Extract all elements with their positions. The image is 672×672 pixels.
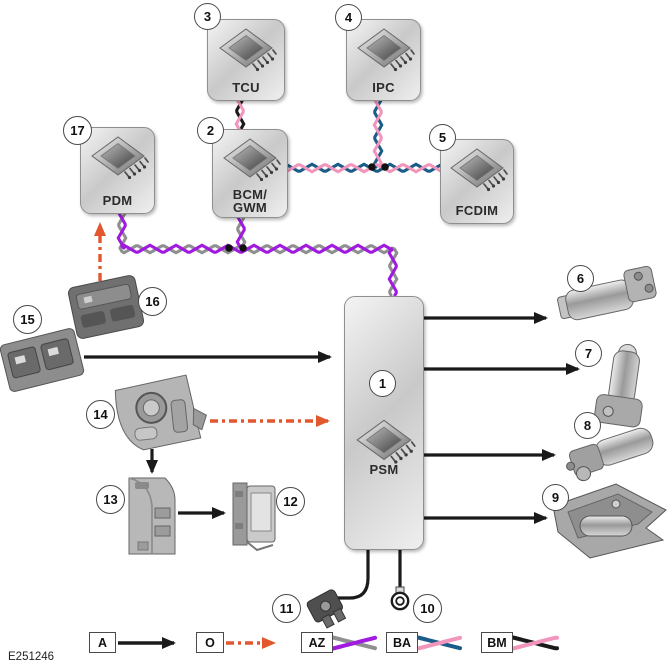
module-bcm-gwm-label: BCM/ GWM	[213, 188, 287, 215]
wire-arrows-layer	[84, 163, 580, 649]
fcdim-chip-icon	[450, 148, 508, 192]
bcm-chip-icon	[223, 138, 281, 182]
callout-6: 6	[567, 265, 594, 292]
ba-pair-ipc	[372, 97, 384, 169]
callout-5-number: 5	[438, 130, 447, 145]
pdm-chip-icon	[90, 136, 149, 180]
callout-9: 9	[542, 484, 569, 511]
callout-11-number: 11	[279, 601, 294, 616]
callout-2-number: 2	[206, 123, 215, 138]
callout-14: 14	[86, 400, 115, 429]
callout-16-number: 16	[145, 294, 160, 309]
callout-3: 3	[194, 3, 221, 30]
callout-8: 8	[574, 412, 601, 439]
callout-7: 7	[575, 340, 602, 367]
figure-id: E251246	[8, 651, 55, 663]
junction-dots	[225, 163, 389, 252]
callout-13: 13	[96, 485, 125, 514]
module-fcdim-label: FCDIM	[455, 203, 499, 218]
bcm-label-line1: BCM/	[232, 186, 268, 202]
module-pdm: PDM	[80, 127, 155, 214]
legend-hardwired-label: A	[89, 632, 116, 653]
motor-7-illustration	[594, 343, 643, 428]
wire-psm-to-11	[336, 548, 370, 600]
legend-az-text: AZ	[308, 635, 326, 650]
callout-12-number: 12	[283, 494, 298, 509]
callout-4-number: 4	[344, 10, 353, 25]
legend-bm-label: BM	[481, 632, 513, 653]
callout-6-number: 6	[576, 271, 585, 286]
handle-module-14-illustration	[114, 374, 207, 451]
legend-ba-pair	[416, 635, 462, 651]
psm-chip-icon	[356, 419, 416, 465]
callout-12: 12	[276, 487, 305, 516]
ipc-chip-icon	[356, 28, 415, 72]
component-illustrations	[0, 265, 667, 629]
callout-9-number: 9	[551, 490, 560, 505]
module-psm-label: PSM	[369, 462, 399, 477]
callout-2: 2	[197, 117, 224, 144]
module-ipc: IPC	[346, 19, 421, 101]
legend-ba-text: BA	[392, 635, 412, 650]
module-tcu-label: TCU	[232, 80, 260, 95]
module-ipc-label: IPC	[372, 80, 395, 95]
callout-1: 1	[369, 370, 396, 397]
callout-16: 16	[138, 287, 167, 316]
callout-15-number: 15	[20, 312, 35, 327]
bm-pair-tcu-bcm	[234, 96, 246, 132]
callout-8-number: 8	[583, 418, 592, 433]
module-pdm-label: PDM	[102, 193, 133, 208]
module-fcdim: FCDIM	[440, 139, 514, 224]
module-12-illustration	[232, 482, 276, 552]
callout-3-number: 3	[203, 9, 212, 24]
callout-7-number: 7	[584, 346, 593, 361]
callout-5: 5	[429, 124, 456, 151]
callout-13-number: 13	[103, 492, 118, 507]
callout-1-number: 1	[378, 376, 387, 391]
legend-ba-label: BA	[386, 632, 418, 653]
callout-15: 15	[13, 305, 42, 334]
callout-17-number: 17	[70, 123, 85, 138]
callout-10: 10	[413, 594, 442, 623]
callout-11: 11	[272, 594, 301, 623]
legend-hardwired-text: A	[97, 635, 108, 650]
module-psm: PSM	[344, 296, 424, 550]
callout-10-number: 10	[420, 601, 435, 616]
legend-bm-text: BM	[487, 635, 507, 650]
bcm-label-line2: GWM	[232, 200, 268, 216]
ring-terminal-10-illustration	[390, 586, 410, 611]
callout-14-number: 14	[93, 407, 108, 422]
callout-4: 4	[335, 4, 362, 31]
module-bcm-gwm: BCM/ GWM	[212, 129, 288, 218]
ba-pair-bcm-fcdim	[284, 162, 442, 174]
callout-17: 17	[63, 116, 92, 145]
legend-az-pair	[331, 635, 377, 651]
legend-lin-label: O	[196, 632, 224, 653]
az-pair-pdm-psm	[116, 210, 399, 297]
az-pair-bcm-bus	[235, 214, 247, 248]
bus-wires-layer	[116, 96, 559, 651]
latch-assembly-9-illustration	[552, 483, 667, 559]
motor-8-illustration	[566, 427, 654, 482]
switch-pack-15-illustration	[0, 328, 85, 392]
switch-module-16-illustration	[67, 275, 145, 339]
legend-lin-text: O	[205, 635, 215, 650]
tcu-chip-icon	[219, 28, 277, 72]
connector-11-illustration	[306, 589, 347, 629]
legend-az-label: AZ	[301, 632, 333, 653]
module-tcu: TCU	[207, 19, 285, 101]
legend-bm-pair	[511, 635, 559, 651]
latch-13-illustration	[128, 477, 176, 555]
